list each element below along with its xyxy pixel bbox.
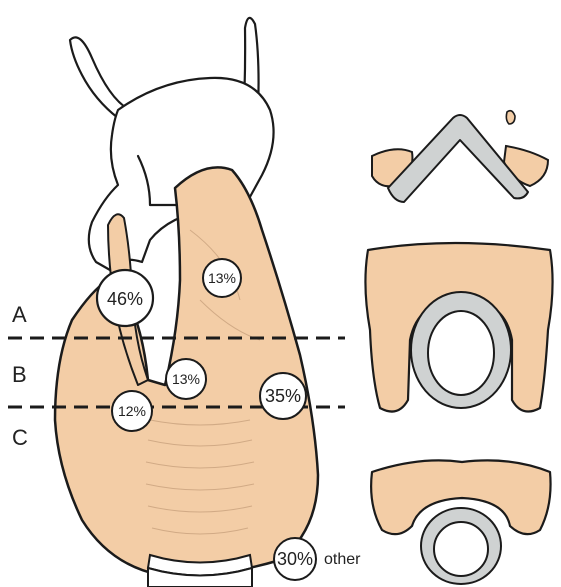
legend-other: 30% other <box>274 538 361 580</box>
pct-label-13-lower: 13% <box>172 371 200 387</box>
legend-pct: 30% <box>277 549 313 569</box>
pct-label-46: 46% <box>107 289 143 309</box>
hyoid-left-horn <box>70 37 130 118</box>
pct-marker-35: 35% <box>260 373 306 419</box>
level-label-b: B <box>12 362 27 387</box>
cross-section-a <box>372 111 548 202</box>
legend-text: other <box>324 551 361 568</box>
section-a-small-tissue <box>506 111 515 124</box>
pct-label-12: 12% <box>118 403 146 419</box>
pct-marker-46: 46% <box>97 270 153 326</box>
pct-marker-13-upper: 13% <box>203 259 241 297</box>
level-label-a: A <box>12 302 27 327</box>
section-c-lumen <box>434 522 488 576</box>
cross-section-c <box>371 460 550 584</box>
pct-label-35: 35% <box>265 386 301 406</box>
pct-marker-13-lower: 13% <box>166 359 206 399</box>
section-b-lumen <box>428 311 494 395</box>
cross-section-b <box>365 243 552 412</box>
level-label-c: C <box>12 425 28 450</box>
pct-label-13-upper: 13% <box>208 270 236 286</box>
pct-marker-12: 12% <box>112 391 152 431</box>
